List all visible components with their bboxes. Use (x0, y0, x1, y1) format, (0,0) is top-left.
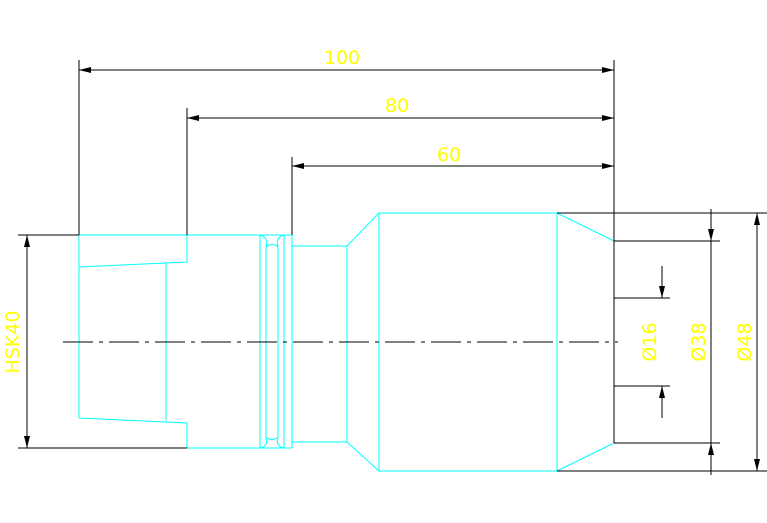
neck-outline-top (292, 212, 615, 247)
dimension-text: 100 80 60 HSK40 Ø16 Ø38 Ø48 (2, 47, 756, 373)
dim-text-hsk40: HSK40 (2, 311, 24, 374)
hsk-taper-body (78, 235, 188, 448)
dim-text-dia16: Ø16 (639, 322, 661, 361)
dim-text-100: 100 (324, 47, 360, 69)
dimension-lines (18, 60, 767, 475)
dim-text-dia38: Ø38 (688, 322, 710, 361)
dim-text-60: 60 (437, 144, 461, 166)
dim-text-dia48: Ø48 (734, 322, 756, 361)
neck-outline-bottom (292, 441, 615, 472)
hsk-taper-upper-edge (78, 235, 188, 268)
dim-text-80: 80 (385, 95, 409, 117)
